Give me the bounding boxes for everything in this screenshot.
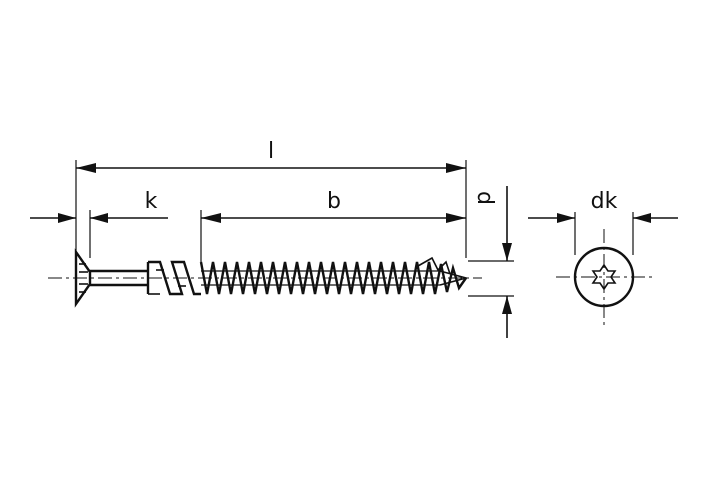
label-d: d [472, 191, 497, 205]
thread [199, 261, 467, 295]
dimension-b: b [200, 189, 466, 262]
screw-head-end-view [556, 229, 652, 325]
screw-tip [417, 256, 470, 286]
label-b: b [327, 189, 341, 214]
dimension-dk: dk [528, 189, 678, 255]
dimension-l: l [75, 139, 467, 258]
label-k: k [145, 189, 158, 214]
shank [90, 269, 148, 287]
dimension-d: d [468, 186, 514, 338]
label-l: l [268, 139, 274, 164]
cutting-ribs [146, 260, 201, 296]
torx-drive-icon [591, 263, 617, 291]
label-dk: dk [591, 189, 618, 214]
dimension-k: k [30, 189, 168, 258]
screw-side-view [48, 248, 482, 308]
